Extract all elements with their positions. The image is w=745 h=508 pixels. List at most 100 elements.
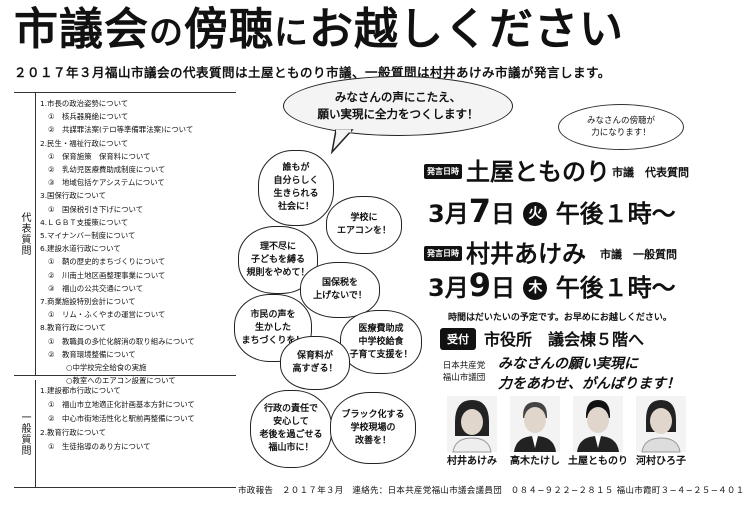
agenda-item: 3.国保行政について [40,191,106,201]
headline-part4: に [274,13,309,53]
agenda-item: ① 鞆の歴史的まちづくりについて [48,257,166,267]
speaker1-tag: 発言日時 [424,164,462,179]
footer-contact: 市政報告 ２０１７年３月 連絡先：日本共産党福山市議会議員団 ０８４−９２２−２… [238,486,745,496]
voice-cloud-line: 学校現場の [350,422,396,433]
voice-cloud-line: 医療費助成 [358,323,404,334]
speaker1-date: 3月7日 火 午後１時〜 [428,192,676,230]
agenda-representative-label: 代表質問 [14,93,36,375]
speaker2-tag: 発言日時 [424,246,462,261]
agenda-item: ② 中心市街地活性化と駅前再整備について [48,414,195,423]
speaker2-day: 9 [468,266,491,304]
speaker2-weekday: 木 [523,276,548,300]
slogan-line: みなさんの願い実現に [498,356,638,372]
voice-cloud-line: 規則をやめて！ [246,267,310,278]
headline-part2: の [149,13,184,53]
voice-cloud-line: 市民の声を [250,309,296,320]
speaker2-time: 午後１時〜 [555,274,676,302]
voice-cloud-line: 社会に！ [277,202,314,212]
member-card: 土屋とものり [566,396,630,467]
speaker2-month: 3月 [428,274,469,302]
voice-cloud-line: 自分らしく [273,176,319,186]
agenda-item: ③ 福山の公共交通について [48,283,144,293]
agenda-item: ② 教育環境整備について [48,349,136,359]
slogan-line: 力をあわせ、がんばります！ [498,376,680,392]
voice-cloud-line: 高すぎる！ [292,364,338,374]
speaker1-day-suffix: 日 [490,200,515,228]
voice-cloud-line: 学校に [350,213,378,223]
speaker2-role: 市議 一般質問 [600,248,677,261]
voice-cloud-line: 国保税を [321,278,358,288]
voice-cloud-line: 生きられる [273,189,319,199]
voice-cloud-line: 生かした [254,322,291,333]
reception-badge: 受付 [440,328,476,350]
member-card: 村井あけみ [440,396,504,467]
party-name: 日本共産党 福山市議団 [438,360,490,384]
member-photo [636,396,686,453]
voice-cloud: 医療費助成 中学校給食 子育て支援を！ [340,310,422,374]
agenda-item: ③ 地域包括ケアシステムについて [48,178,165,188]
speaker1-role: 市議 代表質問 [612,166,689,179]
agenda-representative: 代表質問 1.市長の政治姿勢について ① 核兵器廃絶について ② 共謀罪法案(テ… [14,92,236,385]
headline-part1: 市議会 [14,4,149,55]
speaker1-day: 7 [468,192,491,230]
voice-cloud: 保育料が 高すぎる！ [280,336,350,390]
agenda-item: 1.市長の政治姿勢について [40,99,129,108]
agenda-item: ○教室へのエアコン設置について [66,376,176,386]
member-photo [510,396,560,452]
agenda-item: ② 乳幼児医療費助成制度について [48,165,166,175]
member-name: 高木たけし [510,456,560,467]
speech-bubble-line: みなさんの声にこたえ、 [334,90,462,104]
agenda-item: ① 国保税引き下げについて [48,204,144,214]
party-line: 福山市議団 [442,373,486,383]
agenda-item: ① 福山市立地適正化計画基本方針について [48,400,195,409]
voice-cloud: 国保税を 上げないで！ [300,262,380,318]
agenda-item: 2.民生・福祉行政について [40,138,129,148]
voice-cloud: 誰もが 自分らしく 生きられる 社会に！ [258,150,334,226]
agenda-item: ① 核兵器廃絶について [48,112,129,122]
reception-place: 市役所 議会棟５階へ [484,330,645,349]
speech-bubble-main: みなさんの声にこたえ、 願い実現に全力をつくします！ [283,76,513,136]
speaker2-name: 村井あけみ [466,240,586,268]
member-photo [447,396,497,453]
speech-bubble-small-line: みなさんの傍聴が [586,116,655,126]
speaker2-date: 3月9日 木 午後１時〜 [428,266,676,304]
voice-cloud-line: ブラック化する [341,409,405,420]
speaker2-day-suffix: 日 [490,274,515,302]
voice-cloud-line: 子育て支援を！ [349,349,413,360]
agenda-item: ② 共謀罪法案(テロ等準備罪法案)について [48,125,194,135]
speaker1-weekday: 火 [523,202,548,226]
voice-cloud-line: 行政の責任で [263,404,318,414]
voice-cloud-line: 改善を！ [354,435,391,446]
speech-bubble-small: みなさんの傍聴が 力になります！ [558,104,684,150]
speaker1-month: 3月 [428,200,469,228]
voice-cloud-line: 福山市に！ [268,443,314,453]
agenda-item: 8.教育行政について [40,323,106,333]
agenda-general-label: 一般質問 [14,380,36,487]
agenda-item: 1.建設都市行政について [40,386,121,395]
headline: 市議会の傍聴にお越しください [14,2,624,61]
voice-cloud-line: 子どもを縛る [250,254,305,265]
party-line: 日本共産党 [442,361,486,371]
speech-bubble-tail [330,129,354,155]
agenda-representative-items: 1.市長の政治姿勢について ① 核兵器廃絶について ② 共謀罪法案(テロ等準備罪… [40,97,236,387]
agenda-item: ① 保育施策 保育料について [48,151,151,161]
member-name: 村井あけみ [447,456,497,467]
voice-cloud-line: 保育料が [296,351,333,361]
agenda-general-items: 1.建設都市行政について ① 福山市立地適正化計画基本方針について ② 中心市街… [40,384,236,454]
time-note: 時間はだいたいの予定です。お早めにお越しください。 [448,313,672,323]
voice-cloud-line: まちづくりを！ [241,335,305,346]
member-name: 河村ひろ子 [636,456,686,467]
agenda-item: ② 川南土地区画整理事業について [48,270,166,280]
member-card: 高木たけし [503,396,567,467]
headline-part5: お越しください [309,4,624,55]
agenda-item: 2.教育行政について [40,428,106,437]
voice-cloud-line: 誰もが [282,163,310,173]
voice-cloud: ブラック化する 学校現場の 改善を！ [330,392,416,464]
member-card: 河村ひろ子 [629,396,693,467]
voice-cloud-line: エアコンを！ [336,226,391,236]
member-photo [573,396,623,452]
voice-cloud: 学校に エアコンを！ [326,196,402,254]
speaker1-time: 午後１時〜 [555,200,676,228]
speech-bubble-small-line: 力になります！ [591,128,651,138]
voice-cloud-line: 老後を過ごせる [259,430,323,440]
